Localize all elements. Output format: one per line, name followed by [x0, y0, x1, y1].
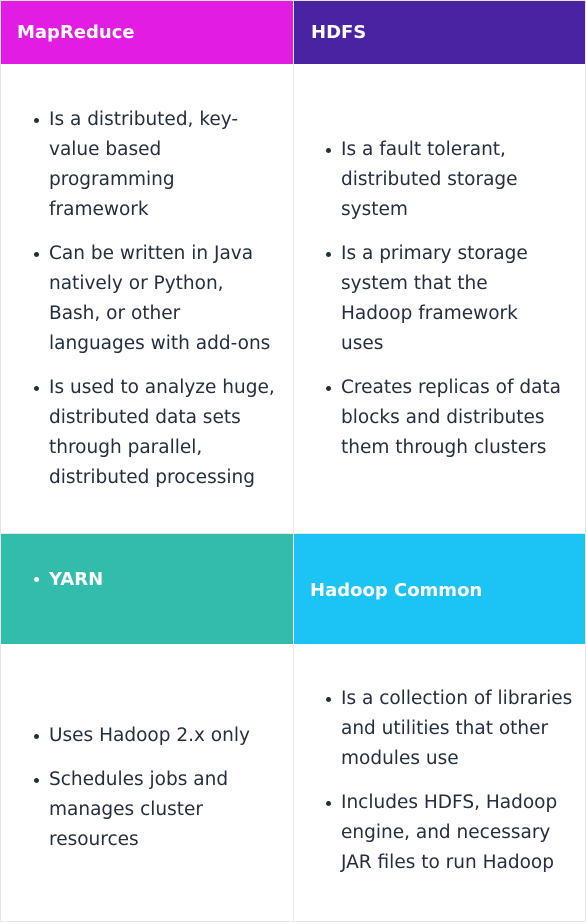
- yarn-list: Uses Hadoop 2.x only Schedules jobs and …: [0, 721, 279, 855]
- column-divider-bottom: [293, 644, 294, 922]
- hdfs-title: HDFS: [311, 21, 367, 43]
- list-item: Includes HDFS, Hadoop engine, and necess…: [326, 788, 573, 878]
- yarn-body: Uses Hadoop 2.x only Schedules jobs and …: [0, 644, 293, 922]
- mapreduce-title: MapReduce: [17, 21, 135, 43]
- list-item: Can be written in Java natively or Pytho…: [34, 239, 279, 359]
- hadoop-common-body: Is a collection of libraries and utiliti…: [294, 644, 586, 922]
- list-item: Uses Hadoop 2.x only: [34, 721, 279, 751]
- list-item: Is a distributed, key-value based progra…: [34, 105, 279, 225]
- yarn-title-list: YARN: [17, 569, 103, 590]
- mapreduce-list: Is a distributed, key-value based progra…: [0, 105, 279, 493]
- list-item: Is a fault tolerant, distributed storage…: [326, 135, 563, 225]
- yarn-title-item: YARN: [34, 569, 104, 590]
- hadoop-common-list: Is a collection of libraries and utiliti…: [294, 684, 573, 878]
- list-item: Is used to analyze huge, distributed dat…: [34, 373, 279, 493]
- mapreduce-body: Is a distributed, key-value based progra…: [0, 64, 293, 534]
- hadoop-common-header: Hadoop Common: [294, 534, 586, 644]
- yarn-title: YARN: [49, 569, 104, 590]
- hdfs-body: Is a fault tolerant, distributed storage…: [294, 64, 586, 534]
- list-item: Is a primary storage system that the Had…: [326, 239, 563, 359]
- column-divider-top: [293, 64, 294, 534]
- hadoop-common-title: Hadoop Common: [310, 579, 483, 601]
- yarn-header: YARN: [0, 534, 293, 644]
- list-item: Is a collection of libraries and utiliti…: [326, 684, 573, 774]
- list-item: Creates replicas of data blocks and dist…: [326, 373, 563, 463]
- hdfs-list: Is a fault tolerant, distributed storage…: [294, 135, 563, 463]
- list-item: Schedules jobs and manages cluster resou…: [34, 765, 279, 855]
- hdfs-header: HDFS: [294, 0, 586, 64]
- mapreduce-header: MapReduce: [0, 0, 293, 64]
- bullet-dot: [34, 577, 39, 582]
